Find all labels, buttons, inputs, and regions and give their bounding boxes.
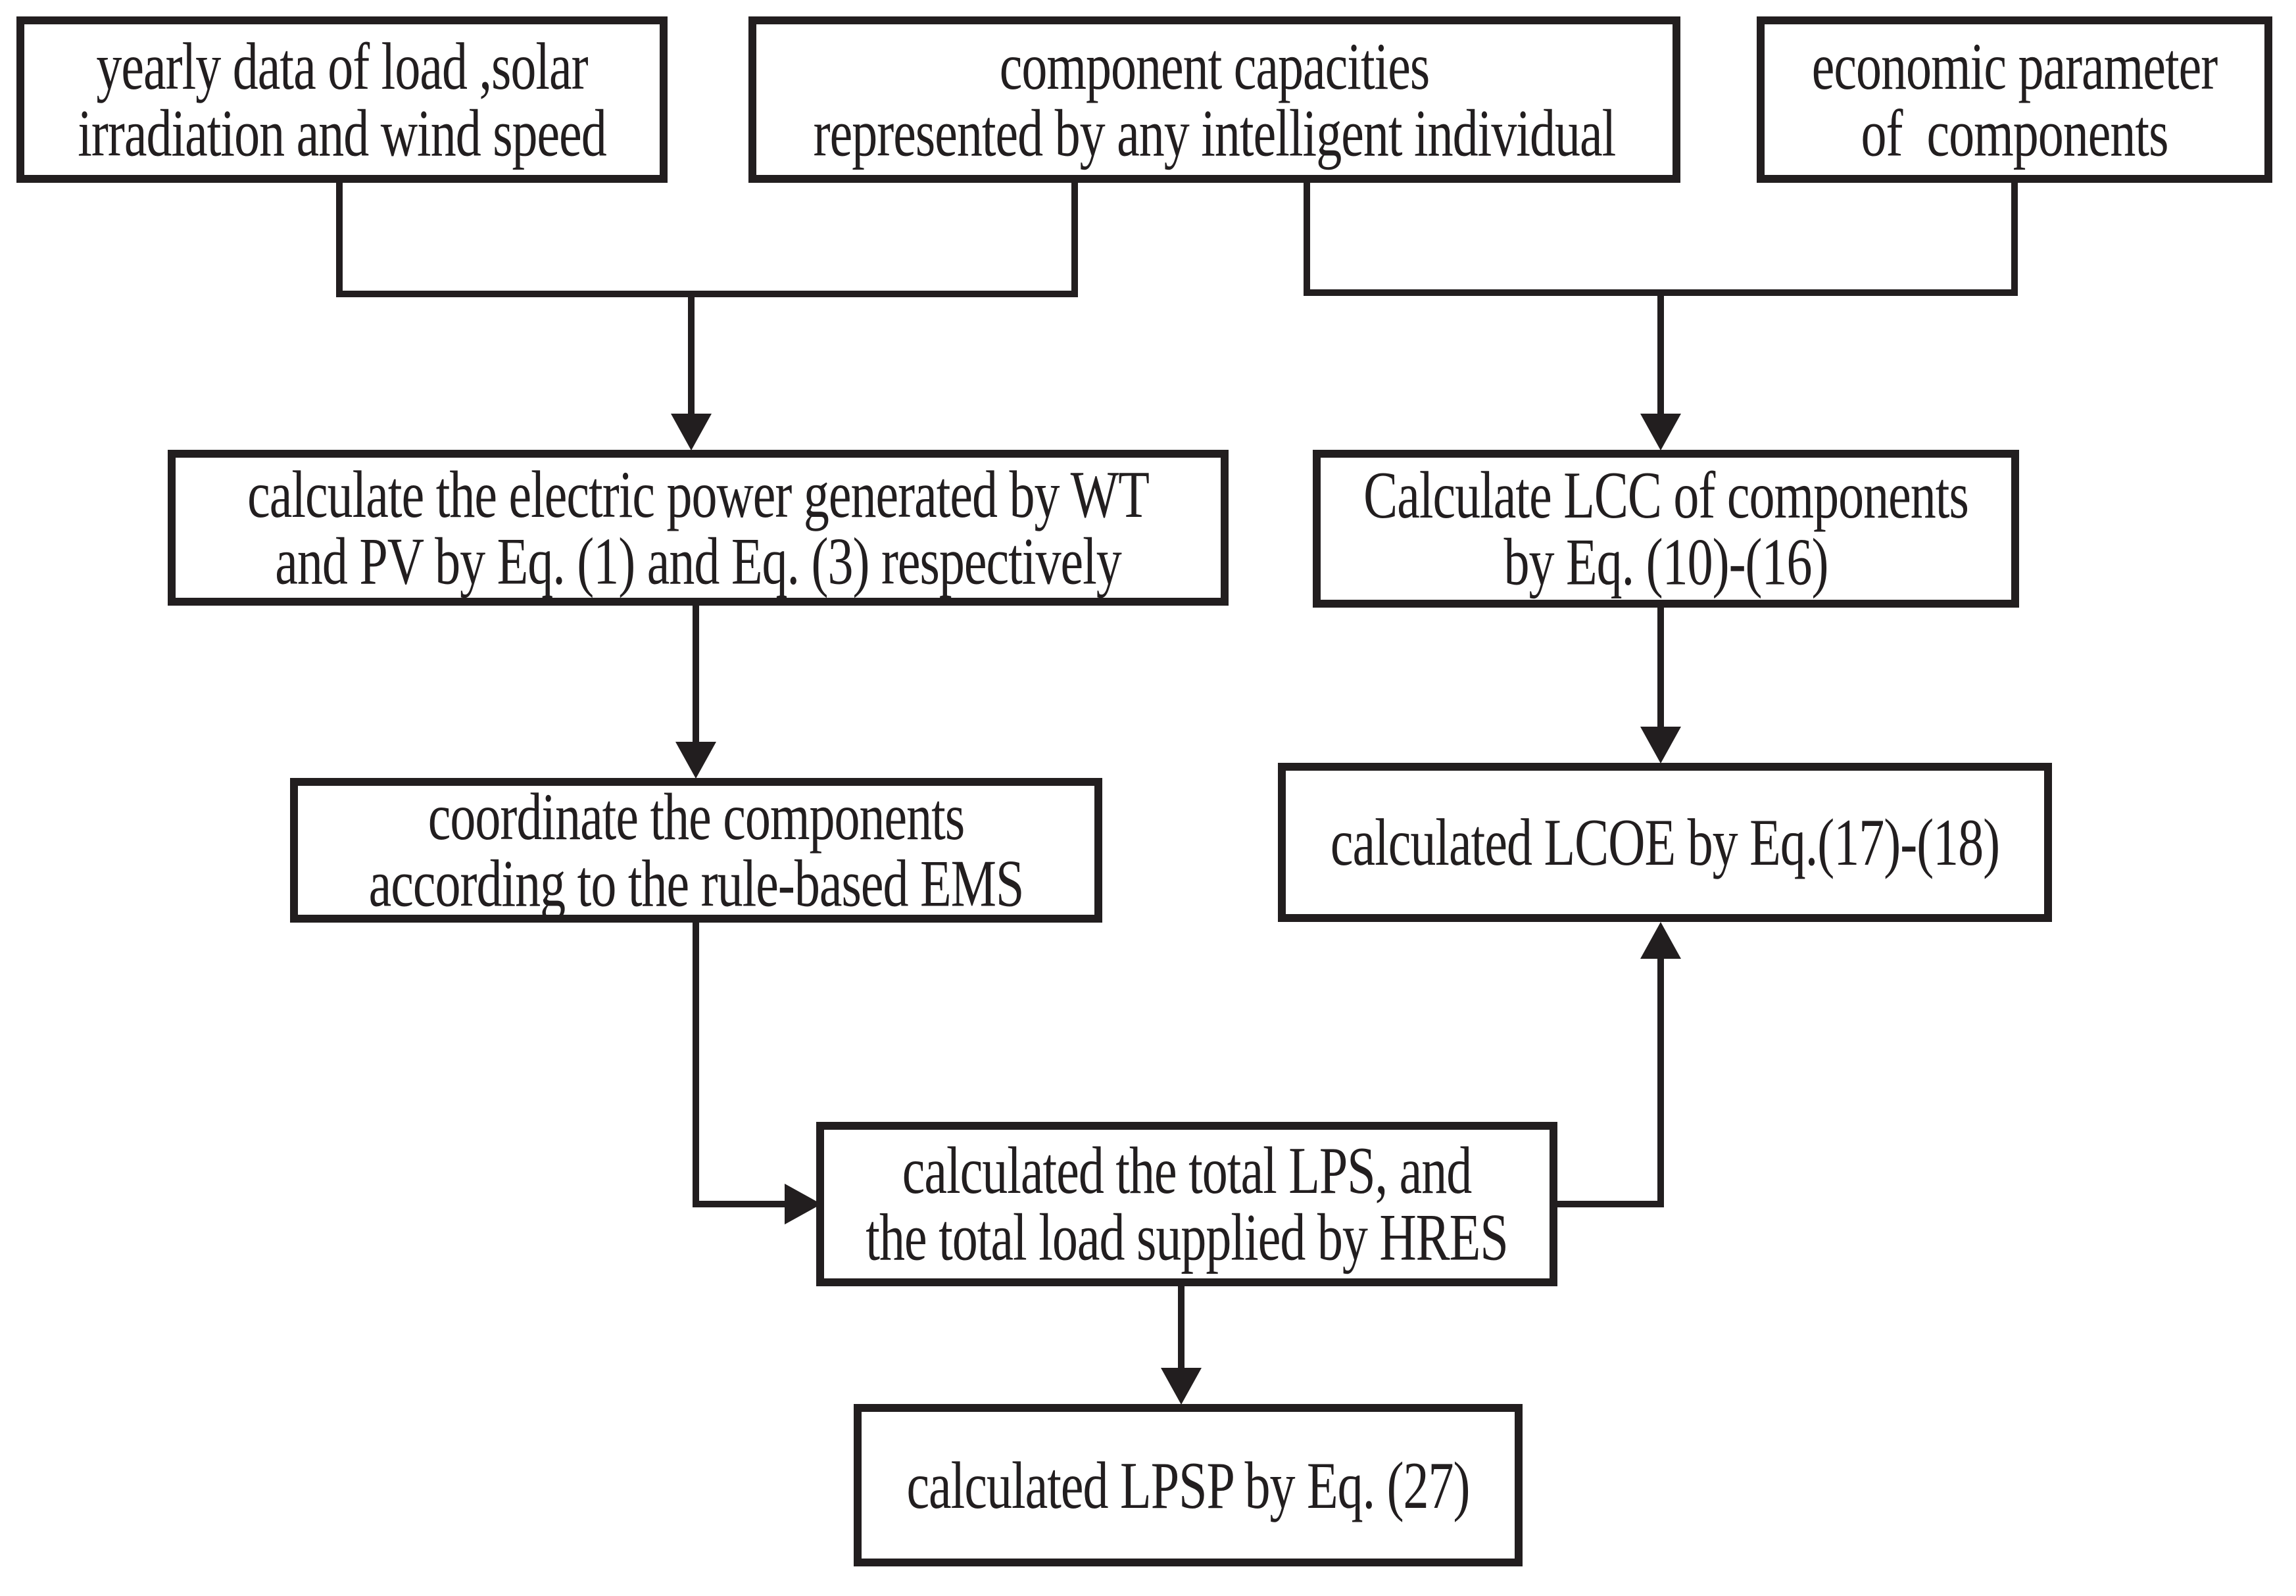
connector-left-merge-bar: [336, 291, 1078, 297]
arrowhead-into-ems-icon: [675, 742, 716, 779]
text-line: calculated LPSP by Eq. (27): [906, 1447, 1470, 1522]
connector-capacities-right-drop: [1304, 179, 1310, 296]
text-line: yearly data of load ,solar: [96, 28, 588, 103]
node-calc-electric-power-label: calculate the electric power generated b…: [247, 456, 1150, 598]
node-calc-lps-label: calculated the total LPS, and the total …: [866, 1133, 1508, 1274]
connector-ems-down: [693, 915, 699, 1207]
text-line: represented by any intelligent individua…: [813, 95, 1617, 170]
text-line: by Eq. (10)-(16): [1503, 524, 1828, 599]
text-line: calculated the total LPS, and: [902, 1133, 1473, 1208]
connector-lps-right: [1553, 1201, 1663, 1207]
node-coordinate-ems-label: coordinate the components according to t…: [368, 779, 1025, 921]
node-calc-lcoe: calculated LCOE by Eq.(17)-(18): [1278, 763, 2052, 922]
connector-into-calc-lcc: [1657, 293, 1664, 416]
connector-into-calc-power: [688, 294, 695, 416]
text-line: calculate the electric power generated b…: [247, 456, 1150, 531]
text-line: of components: [1861, 95, 2169, 170]
arrowhead-into-calc-power-icon: [671, 414, 712, 450]
text-line: economic parameter: [1811, 28, 2218, 103]
arrowhead-up-into-lcoe-icon: [1640, 922, 1681, 959]
connector-power-to-ems: [693, 602, 699, 745]
node-calc-electric-power: calculate the electric power generated b…: [168, 450, 1229, 606]
connector-lcc-to-lcoe: [1657, 604, 1664, 730]
node-coordinate-ems: coordinate the components according to t…: [290, 778, 1102, 923]
connector-ems-to-lps: [693, 1201, 785, 1207]
arrowhead-into-lpsp-icon: [1161, 1368, 1202, 1405]
text-line: irradiation and wind speed: [78, 95, 607, 170]
node-calc-lps: calculated the total LPS, and the total …: [816, 1122, 1557, 1286]
node-calc-lcoe-label: calculated LCOE by Eq.(17)-(18): [1330, 804, 2000, 879]
node-component-capacities-label: component capacities represented by any …: [813, 28, 1617, 170]
node-yearly-data-label: yearly data of load ,solar irradiation a…: [78, 28, 607, 170]
node-calc-lcc-label: Calculate LCC of components by Eq. (10)-…: [1363, 458, 1969, 599]
text-line: calculated LCOE by Eq.(17)-(18): [1330, 804, 2000, 879]
node-calc-lpsp: calculated LPSP by Eq. (27): [854, 1404, 1523, 1566]
node-yearly-data: yearly data of load ,solar irradiation a…: [16, 16, 668, 183]
connector-lps-to-lpsp: [1178, 1282, 1185, 1372]
node-calc-lcc: Calculate LCC of components by Eq. (10)-…: [1313, 450, 2019, 608]
node-economic-parameter: economic parameter of components: [1757, 16, 2272, 183]
node-calc-lpsp-label: calculated LPSP by Eq. (27): [906, 1447, 1470, 1522]
arrowhead-into-calc-lcc-icon: [1640, 414, 1681, 450]
connector-yearly-data-drop: [336, 179, 343, 297]
text-line: according to the rule-based EMS: [368, 846, 1025, 921]
text-line: the total load supplied by HRES: [866, 1199, 1508, 1274]
arrowhead-into-lps-icon: [785, 1184, 821, 1224]
connector-capacities-left-drop: [1071, 179, 1078, 297]
connector-economic-parameter-drop: [2011, 179, 2018, 296]
text-line: component capacities: [999, 28, 1430, 103]
node-economic-parameter-label: economic parameter of components: [1811, 28, 2218, 170]
node-component-capacities: component capacities represented by any …: [748, 16, 1680, 183]
connector-lps-up-to-lcoe: [1657, 955, 1664, 1207]
arrowhead-into-lcoe-icon: [1640, 727, 1681, 763]
text-line: Calculate LCC of components: [1363, 458, 1969, 533]
text-line: and PV by Eq. (1) and Eq. (3) respective…: [275, 523, 1122, 598]
text-line: coordinate the components: [427, 779, 965, 854]
